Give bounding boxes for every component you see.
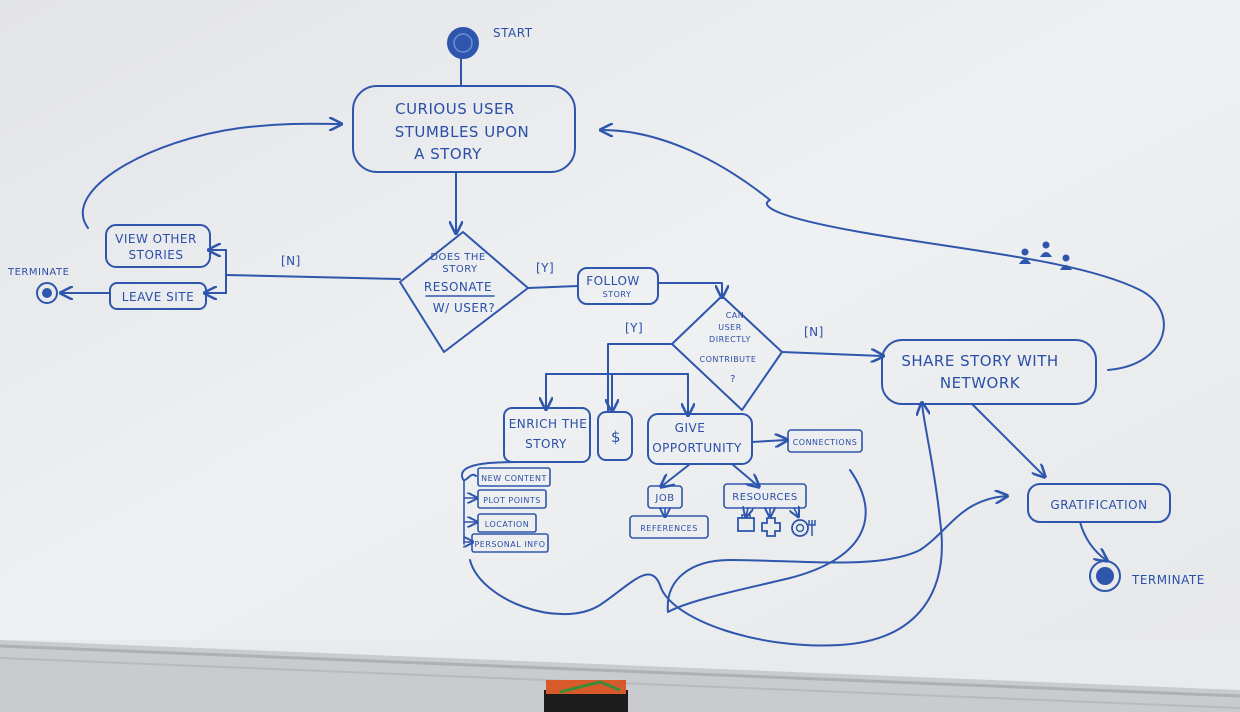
view-other-line-1: VIEW OTHER	[115, 232, 197, 246]
sub-location-label: LOCATION	[485, 520, 529, 529]
share-story-box	[881, 339, 1097, 405]
sub-personal-info-box	[471, 533, 549, 553]
connections-label: CONNECTIONS	[793, 438, 858, 447]
edge-give-resources	[731, 463, 758, 486]
sub-location-box	[477, 513, 537, 533]
give-line-2: OPPORTUNITY	[652, 441, 742, 455]
contribute-line-5: ?	[730, 374, 736, 385]
medical-cross-icon	[761, 517, 781, 537]
edge-enrich-sub	[461, 461, 521, 482]
edge-give-connections	[751, 440, 786, 442]
start-node	[447, 27, 479, 59]
food-plate-icon	[791, 519, 816, 537]
eraser[interactable]	[544, 680, 628, 712]
follow-line-1: FOLLOW	[586, 274, 640, 288]
connections-box	[787, 429, 863, 453]
follow-story-box	[577, 267, 659, 305]
follow-line-2: STORY	[603, 290, 632, 299]
give-opportunity-box	[647, 413, 753, 465]
edge-share-gratification	[971, 403, 1044, 476]
sub-personal-info-label: PERSONAL INFO	[474, 540, 545, 549]
contribute-decision	[671, 295, 783, 411]
terminate-right-label: TERMINATE	[1131, 573, 1205, 587]
view-other-box	[105, 224, 211, 268]
edge-contribute-share	[781, 352, 882, 356]
enrich-line-2: STORY	[525, 437, 567, 451]
label-y-contribute: [Y]	[625, 321, 643, 335]
label-n-contribute: [N]	[804, 325, 824, 339]
curious-line-1: CURIOUS USER	[395, 100, 515, 118]
sub-plot-points-box	[477, 489, 547, 509]
contribute-line-1: CAN	[726, 311, 745, 320]
terminate-right-node	[1089, 560, 1121, 592]
enrich-story-box	[503, 407, 591, 463]
edge-share-loop	[602, 130, 1165, 371]
resonate-line-1: DOES THE	[430, 252, 485, 263]
sub-plot-points-label: PLOT POINTS	[483, 496, 541, 505]
terminate-left-node	[36, 282, 58, 304]
leave-site-label: LEAVE SITE	[122, 290, 194, 304]
give-line-1: GIVE	[675, 421, 706, 435]
resonate-line-4: W/ USER?	[433, 301, 495, 315]
gratification-box	[1027, 483, 1171, 523]
leave-site-box	[109, 282, 207, 310]
edge-contribute-yes	[607, 343, 673, 413]
terminate-left-label: TERMINATE	[7, 267, 69, 278]
curious-line-3: A STORY	[414, 145, 482, 163]
edge-give-to-gratification-loop	[666, 469, 1006, 613]
edge-gratification-terminate	[1079, 521, 1106, 560]
references-label: REFERENCES	[640, 524, 698, 533]
share-line-1: SHARE STORY WITH	[901, 352, 1058, 370]
job-label: JOB	[654, 493, 674, 504]
board-surface	[0, 0, 1240, 640]
dollar-box	[597, 411, 633, 461]
resonate-decision	[399, 231, 529, 353]
enrich-line-1: ENRICH THE	[509, 417, 588, 431]
dollar-label: $	[611, 428, 621, 446]
curious-line-2: STUMBLES UPON	[395, 123, 530, 141]
edge-follow-contribute	[657, 282, 722, 296]
contribute-line-2: USER	[718, 323, 742, 332]
edge-give-job	[662, 463, 691, 486]
contribute-line-4: CONTRIBUTE	[700, 355, 757, 364]
sub-new-content-box	[477, 467, 551, 487]
label-y-resonate: [Y]	[536, 261, 554, 275]
references-box	[629, 515, 709, 539]
people-icon	[1019, 241, 1072, 270]
gratification-label: GRATIFICATION	[1050, 498, 1147, 512]
edge-enrich-to-share-loop	[469, 404, 943, 647]
edge-view-other-loop	[81, 124, 340, 229]
contribute-line-3: DIRECTLY	[709, 335, 751, 344]
briefcase-icon	[737, 514, 755, 532]
start-label: START	[493, 26, 533, 40]
view-other-line-2: STORIES	[129, 248, 184, 262]
label-n-left: [N]	[281, 254, 301, 268]
resonate-line-2: STORY	[442, 264, 478, 275]
curious-user-box	[352, 85, 576, 173]
share-line-2: NETWORK	[940, 374, 1021, 392]
resources-label: RESOURCES	[732, 492, 797, 503]
sub-new-content-label: NEW CONTENT	[481, 474, 547, 483]
edge-resonate-no	[225, 274, 401, 280]
resonate-line-3: RESONATE	[424, 280, 492, 294]
edge-resonate-yes	[527, 285, 579, 289]
